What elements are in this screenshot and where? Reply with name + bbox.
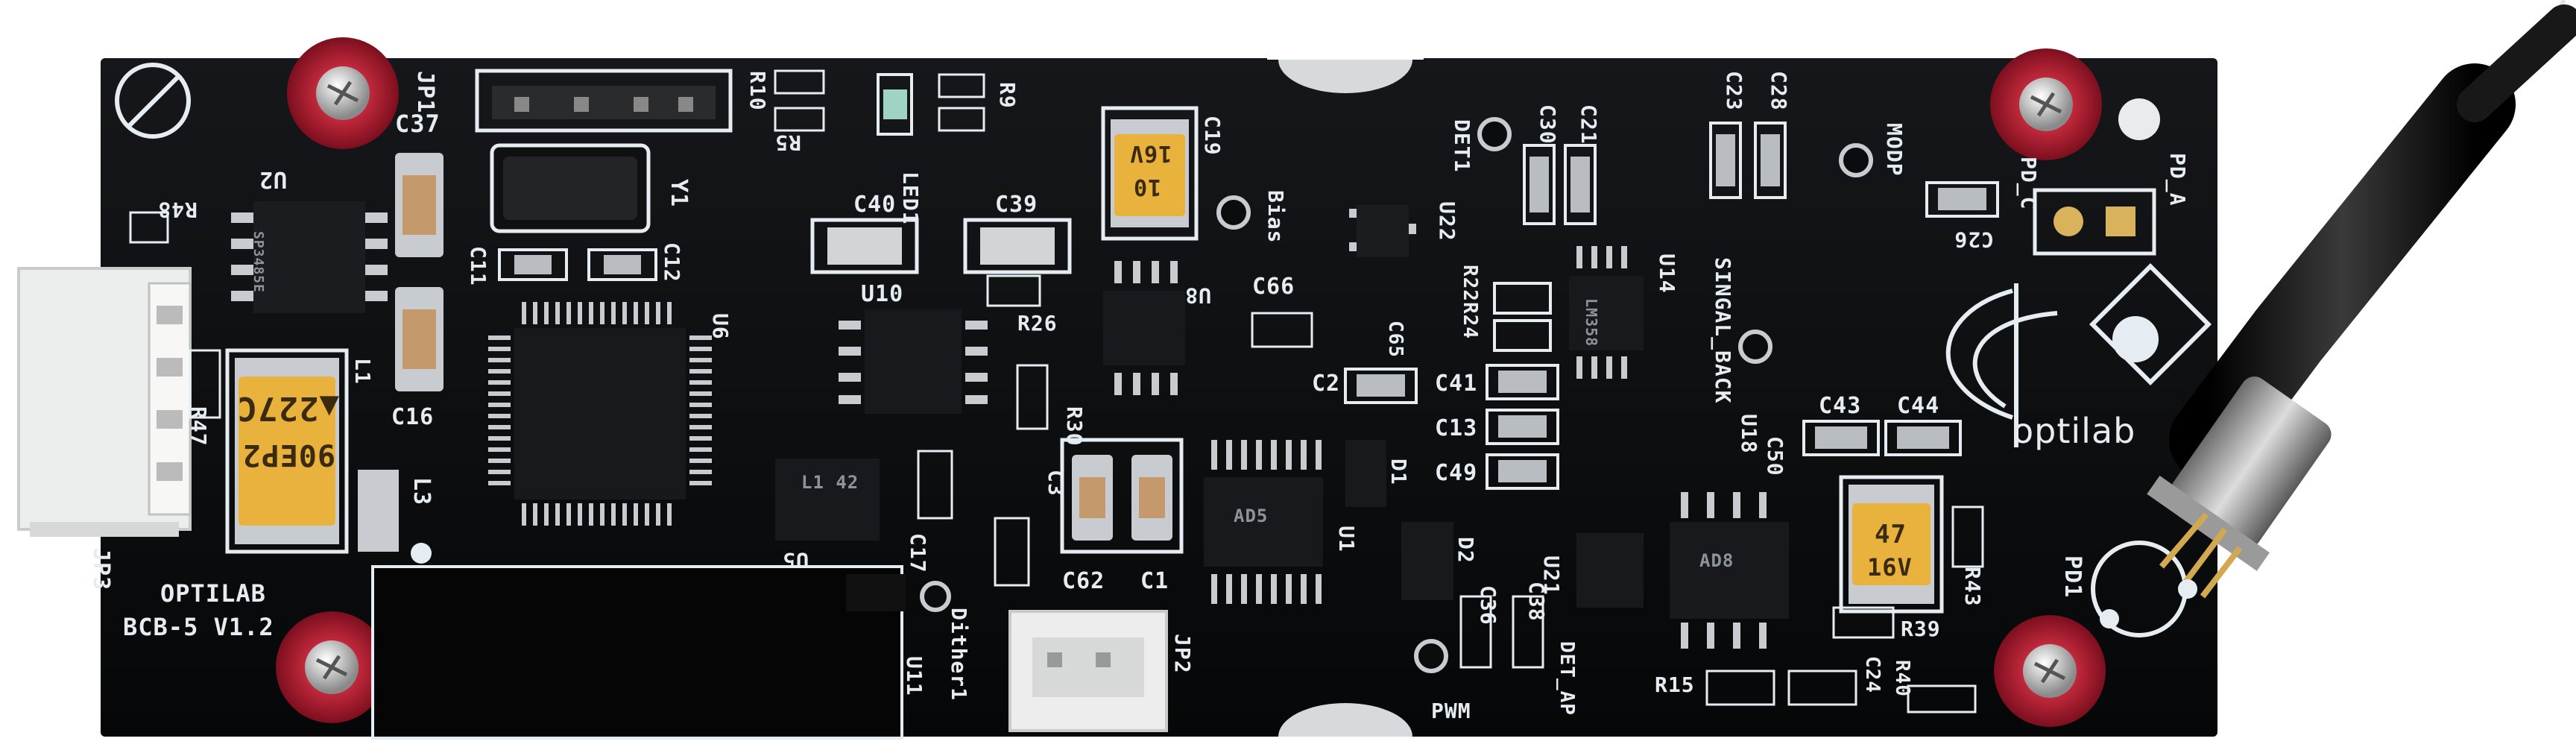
label-jp2: JP2 <box>1170 634 1195 674</box>
label-u8: U8 <box>1184 283 1211 308</box>
label-d2: D2 <box>1453 537 1478 564</box>
label-r43: R43 <box>1960 567 1985 607</box>
label-l1: L1 <box>350 358 375 385</box>
label-dither1: Dither1 <box>947 608 971 702</box>
chip-l1-marking: L1 42 <box>801 472 859 493</box>
label-c26: C26 <box>1954 227 1994 252</box>
label-y1: Y1 <box>666 179 692 208</box>
label-c16: C16 <box>391 404 435 430</box>
label-r47: R47 <box>186 406 211 447</box>
label-c36: C36 <box>1476 585 1500 626</box>
header-jp1 <box>475 69 733 133</box>
label-c28: C28 <box>1767 71 1791 111</box>
label-u6: U6 <box>708 313 733 340</box>
chip-opamp-marking: LM358 <box>1582 298 1600 347</box>
label-c37: C37 <box>395 110 441 138</box>
label-c41: C41 <box>1435 371 1478 397</box>
label-c62: C62 <box>1062 568 1105 594</box>
label-l3: L3 <box>408 477 435 506</box>
tantalum-main-marking-1: ▲227C <box>236 389 339 427</box>
chip-u2 <box>231 201 388 313</box>
screw-top-right-icon <box>1990 48 2102 160</box>
label-c11: C11 <box>466 246 490 286</box>
label-c49: C49 <box>1435 460 1478 486</box>
screw-bottom-left-icon <box>276 611 388 723</box>
label-c24: C24 <box>1861 656 1884 693</box>
label-c2: C2 <box>1312 371 1341 397</box>
connector-jp3 <box>17 267 192 537</box>
label-jp1: JP1 <box>412 71 438 114</box>
label-c17: C17 <box>906 533 930 573</box>
pb-free-icon <box>115 63 191 139</box>
label-u1: U1 <box>1334 526 1359 552</box>
label-pd1: PD1 <box>2059 555 2086 599</box>
label-c12: C12 <box>660 242 684 283</box>
screw-top-left-icon <box>287 37 399 149</box>
screw-bottom-right-icon <box>1994 615 2106 727</box>
label-c19: C19 <box>1200 116 1225 156</box>
label-r26: R26 <box>1017 311 1058 336</box>
tantalum-main-marking-2: 90EP2 <box>242 438 335 472</box>
label-u11: U11 <box>902 656 926 696</box>
label-c40: C40 <box>853 192 897 218</box>
label-r9: R9 <box>995 82 1020 109</box>
label-r39: R39 <box>1901 617 1941 641</box>
label-c44: C44 <box>1897 393 1940 419</box>
label-jp3: JP3 <box>88 548 114 591</box>
label-u18: U18 <box>1737 414 1761 454</box>
label-r15: R15 <box>1655 672 1695 697</box>
tantalum-top-marking-2: 10 <box>1133 174 1162 200</box>
label-det1: DET1 <box>1450 119 1474 173</box>
label-d1: D1 <box>1386 459 1411 485</box>
board-model-line2: BCB-5 V1.2 <box>123 613 274 641</box>
label-bias: Bias <box>1263 190 1288 244</box>
photodiode-cable <box>2100 4 2576 629</box>
chip-u18-marking: AD8 <box>1699 550 1734 571</box>
label-c21: C21 <box>1576 104 1601 145</box>
label-r48: R48 <box>157 198 198 222</box>
label-r5: R5 <box>774 130 801 155</box>
label-r40: R40 <box>1891 660 1913 697</box>
optilab-logo <box>1945 262 2212 447</box>
label-u10: U10 <box>861 281 904 307</box>
label-c39: C39 <box>995 192 1038 218</box>
label-det-ap: DET_AP <box>1556 641 1578 716</box>
label-c30: C30 <box>1535 104 1560 145</box>
label-u2: U2 <box>258 166 287 192</box>
board-model-line1: OPTILAB <box>160 579 266 608</box>
chip-u6 <box>488 302 712 526</box>
label-c23: C23 <box>1722 71 1746 111</box>
label-u5: U5 <box>782 548 809 573</box>
chip-u2-marking: SP3485E <box>250 231 266 293</box>
label-r22r24: R22R24 <box>1459 265 1481 339</box>
tantalum-right-marking-1: 47 <box>1875 520 1907 549</box>
label-c43: C43 <box>1819 393 1862 419</box>
label-c65: C65 <box>1384 321 1407 358</box>
label-pd-a: PD_A <box>2165 153 2190 207</box>
chip-u1-marking: AD5 <box>1234 505 1269 526</box>
brand-logo-text: optilab <box>2012 411 2136 451</box>
tantalum-right-marking-2: 16V <box>1867 553 1913 582</box>
label-r30: R30 <box>1062 406 1087 447</box>
label-singal-back: SINGAL_BACK <box>1711 257 1735 404</box>
label-c1: C1 <box>1140 568 1169 594</box>
label-pwm: PWM <box>1431 699 1471 723</box>
label-c3: C3 <box>1044 470 1068 497</box>
label-c13: C13 <box>1435 415 1478 441</box>
label-c50: C50 <box>1763 436 1787 476</box>
label-pd-c: PD_C <box>2016 157 2041 210</box>
label-c66: C66 <box>1252 274 1295 300</box>
tantalum-top-marking-1: 16V <box>1129 140 1172 166</box>
label-u22: U22 <box>1435 201 1459 242</box>
label-c38: C38 <box>1524 582 1549 622</box>
label-r10: R10 <box>745 71 770 111</box>
label-modp: MODP <box>1882 123 1907 177</box>
label-led1: LED1 <box>898 171 923 225</box>
label-u14: U14 <box>1655 253 1679 294</box>
